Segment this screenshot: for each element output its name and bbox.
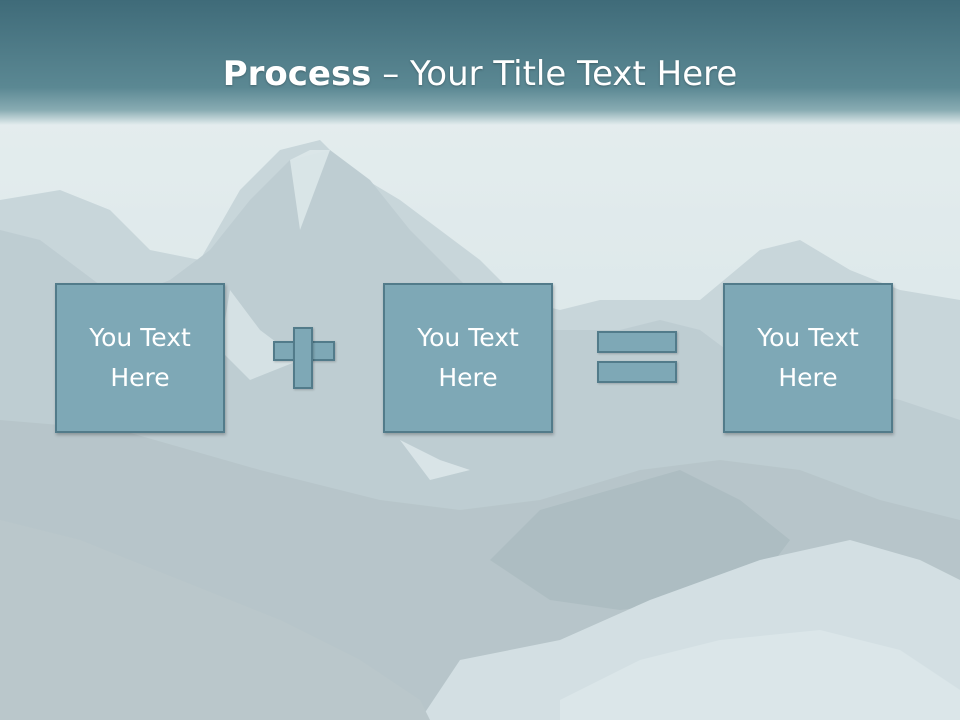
title-bold-text: Process — [222, 54, 372, 94]
title-rest-text: – Your Title Text Here — [371, 54, 738, 94]
equals-bottom-bar — [597, 361, 677, 383]
title-bar: Process – Your Title Text Here — [0, 0, 960, 125]
process-box-2-text: You Text Here — [417, 323, 519, 392]
process-box-1[interactable]: You Text Here — [55, 283, 225, 433]
process-box-3-text: You Text Here — [757, 323, 859, 392]
slide-title: Process – Your Title Text Here — [0, 50, 960, 98]
process-box-2[interactable]: You Text Here — [383, 283, 553, 433]
equals-top-bar — [597, 331, 677, 353]
process-box-3[interactable]: You Text Here — [723, 283, 893, 433]
plus-center-fill — [295, 343, 309, 357]
process-box-1-text: You Text Here — [89, 323, 191, 392]
plus-vertical-bar — [293, 327, 313, 389]
